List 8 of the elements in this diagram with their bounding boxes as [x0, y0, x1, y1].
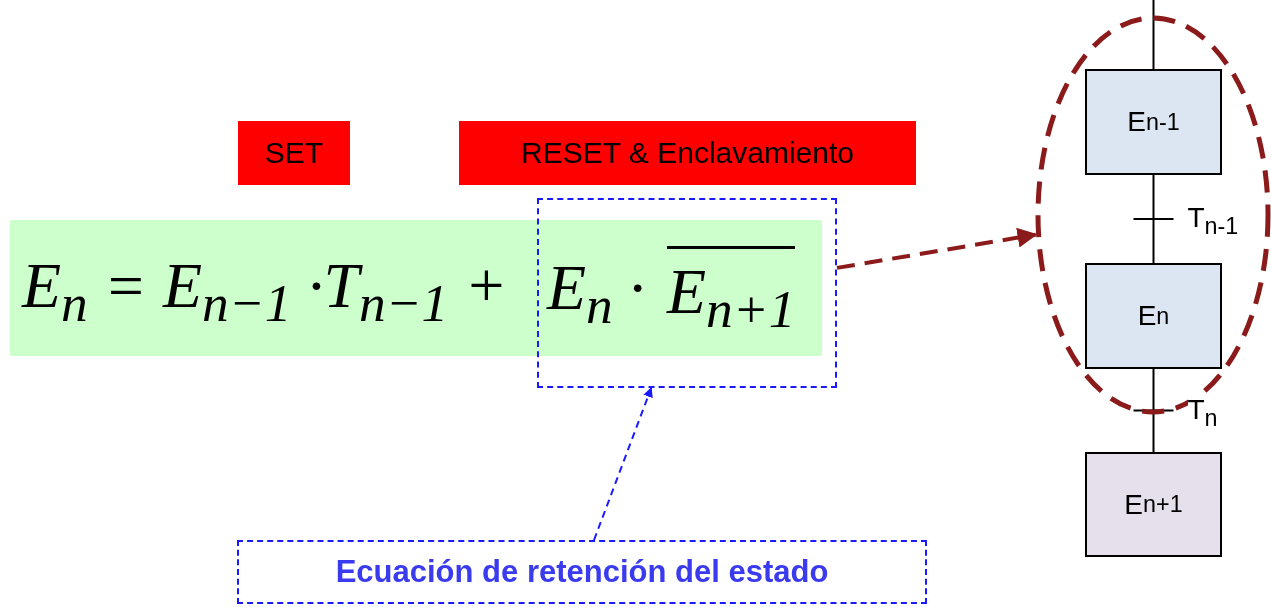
label-tag: SET [238, 121, 350, 185]
equation-text: E$_{n+1}$ [667, 246, 796, 352]
highlight-box [537, 198, 837, 388]
equation-band [10, 220, 822, 356]
note-box: Ecuación de retención del estado [237, 540, 927, 604]
label-tag: RESET & Enclavamiento [459, 121, 916, 185]
equation-text: E$_{n}$ = E$_{n−1}$ ·T$_{n−1}$ + [22, 249, 508, 335]
equation-text: E$_{n}$ · [547, 251, 645, 337]
